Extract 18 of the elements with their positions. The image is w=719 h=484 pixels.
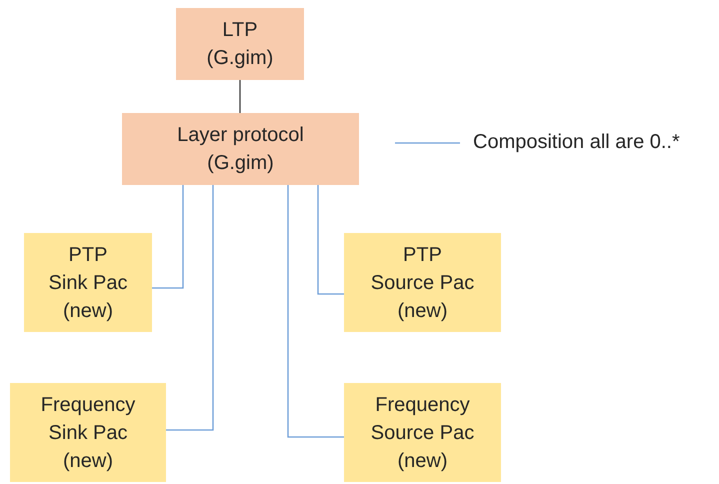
connector-line xyxy=(239,80,241,113)
legend-text: Composition all are 0..* xyxy=(473,131,680,154)
class-box xyxy=(10,383,166,482)
class-box xyxy=(24,233,152,332)
connector-line xyxy=(166,185,214,431)
connector-line xyxy=(317,185,344,295)
box-label: Frequency Sink Pac (new) xyxy=(40,392,136,474)
box-label: Layer protocol (G.gim) xyxy=(177,123,304,176)
class-box xyxy=(122,113,359,185)
box-label: PTP Source Pac (new) xyxy=(370,242,474,324)
connector-line xyxy=(287,185,344,438)
class-box xyxy=(344,233,501,332)
box-label: PTP Sink Pac (new) xyxy=(48,242,128,324)
class-box xyxy=(176,8,304,80)
box-label: LTP (G.gim) xyxy=(206,18,274,71)
connector-line xyxy=(152,185,184,289)
box-label: Frequency Source Pac (new) xyxy=(370,392,474,474)
class-box xyxy=(344,383,501,482)
